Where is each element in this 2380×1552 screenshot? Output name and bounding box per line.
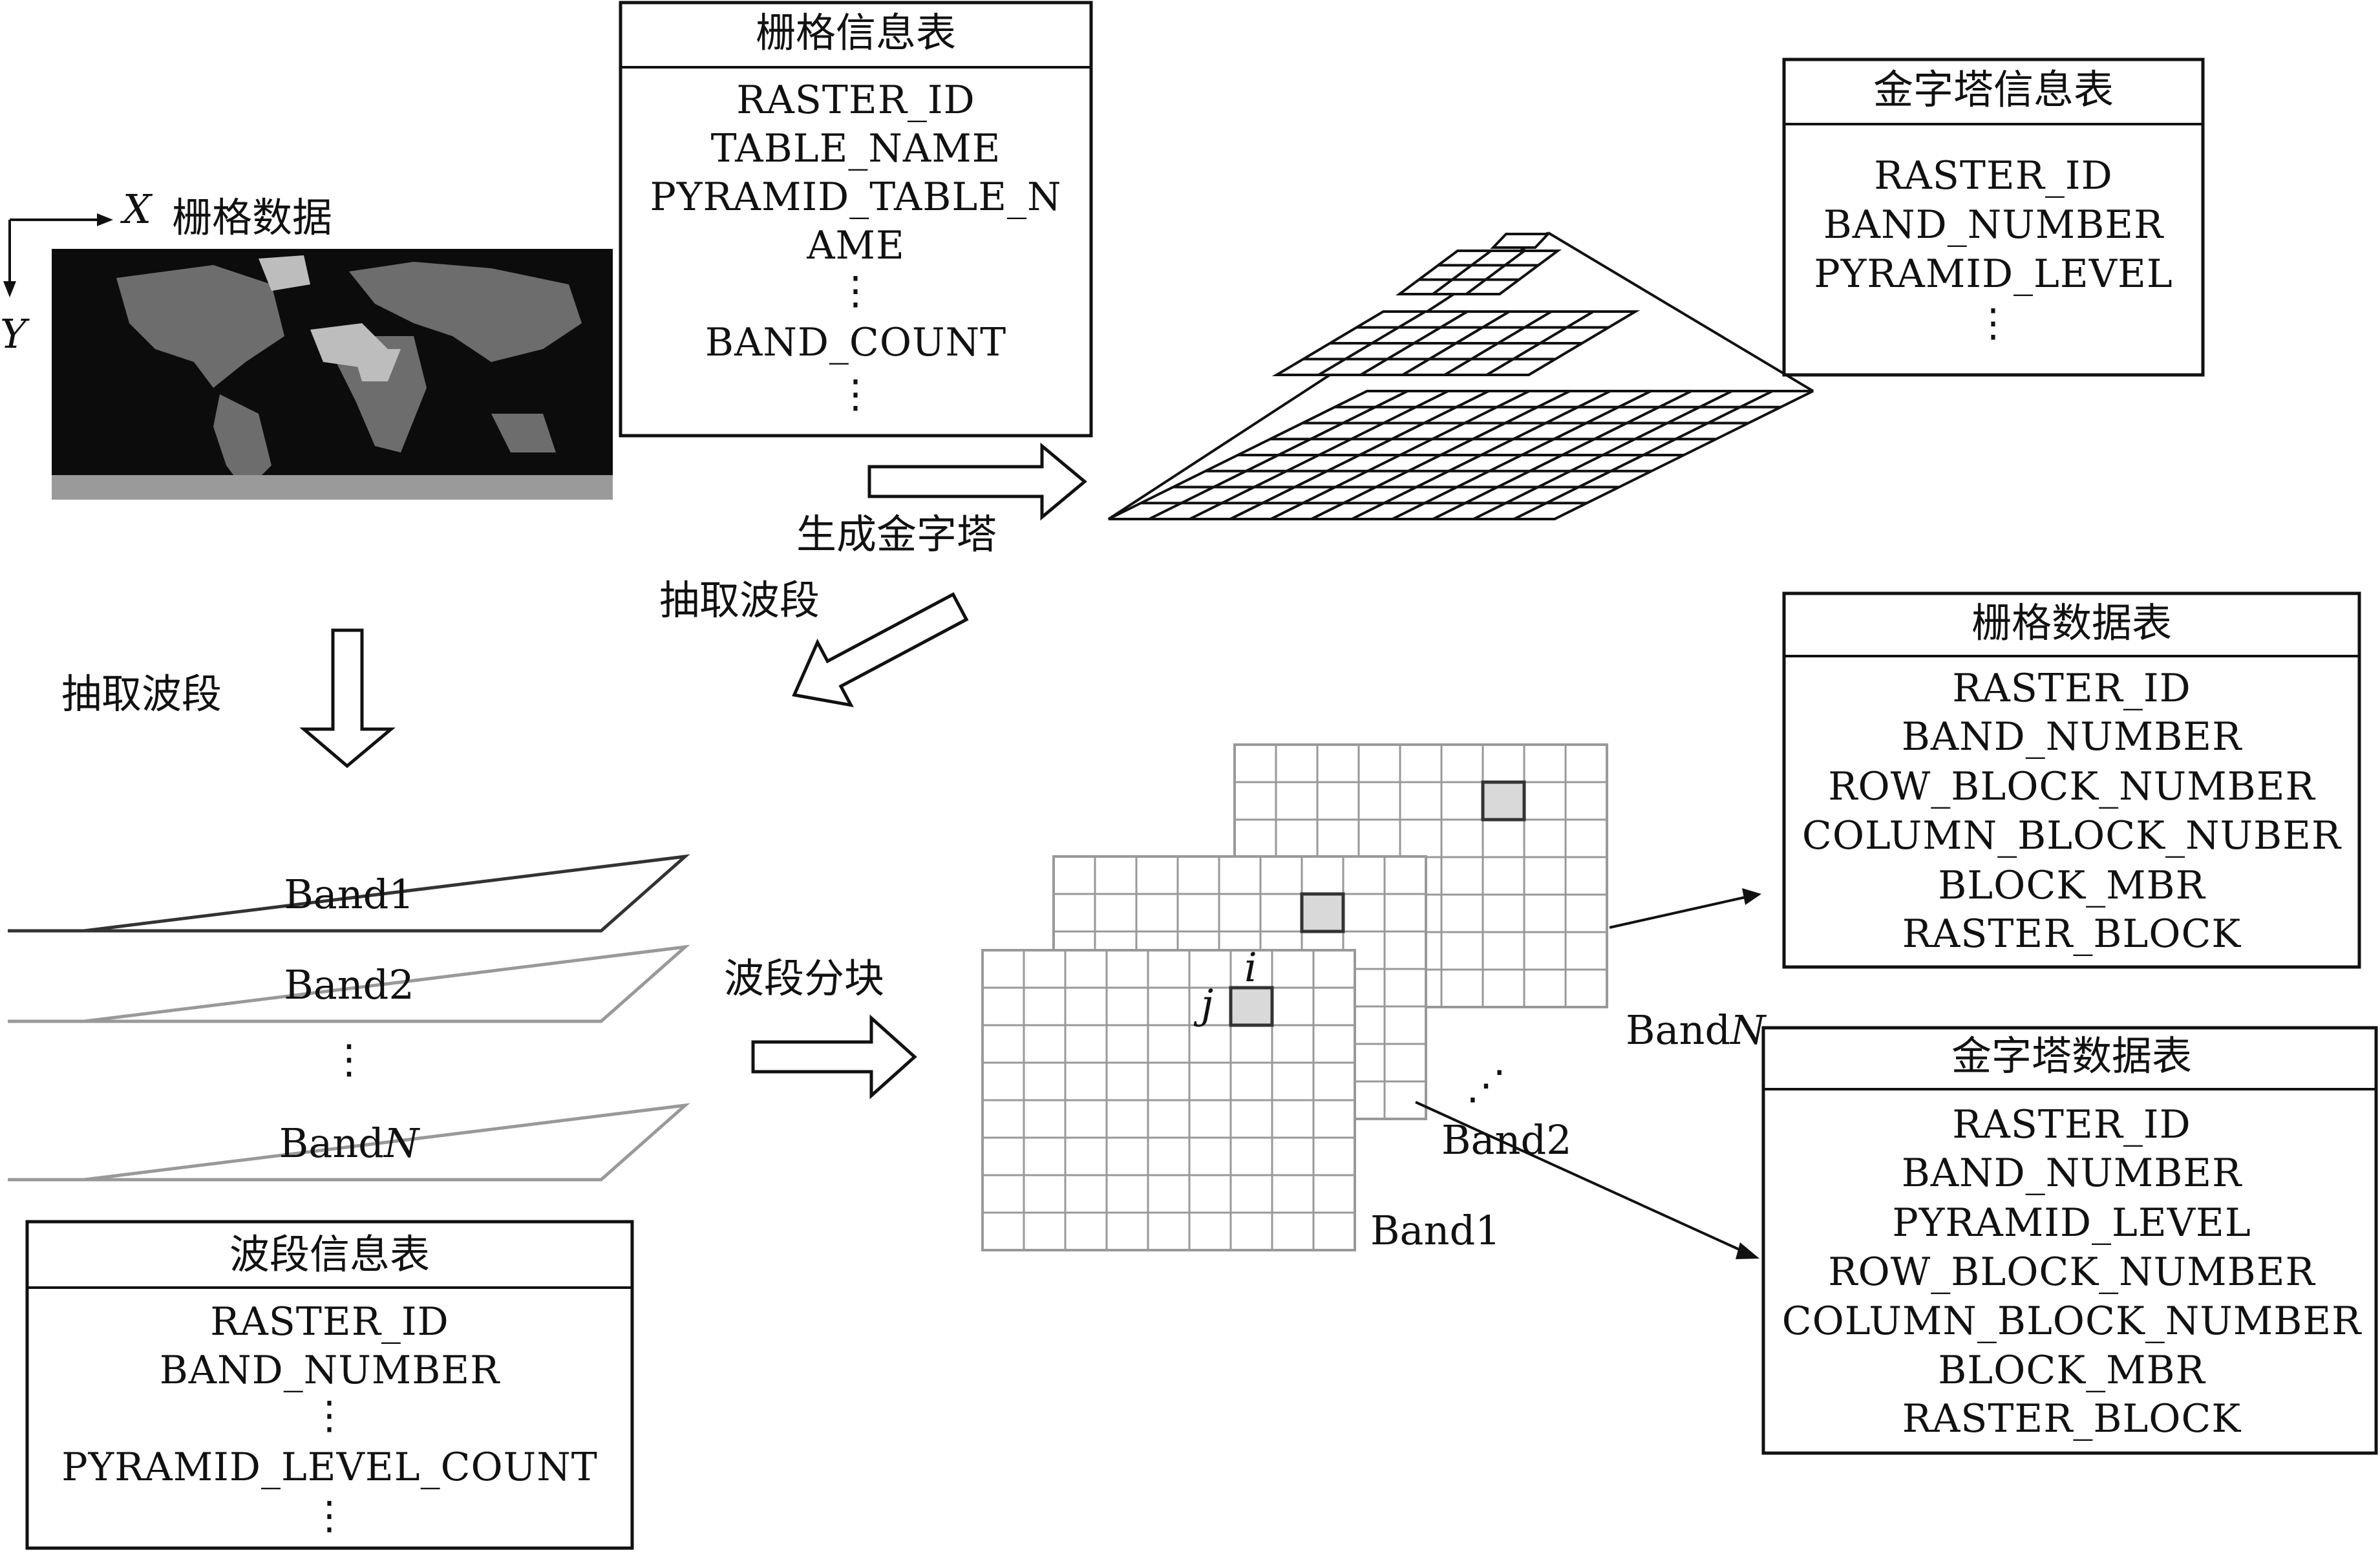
- tile-grid-band1: [981, 949, 1356, 1251]
- table-field: ⋮: [836, 268, 876, 314]
- highlighted-tile: [1481, 780, 1526, 822]
- arrow-to-pyramid-data-table: [1736, 1242, 1759, 1259]
- generate-pyramid-arrow: [867, 442, 1087, 521]
- y-axis-arrowhead: [3, 281, 16, 297]
- highlighted-tile: [1229, 986, 1274, 1027]
- band2-plane: [8, 944, 690, 1023]
- pyramid-level-1: [1271, 310, 1641, 376]
- table-field: RASTER_ID: [736, 78, 975, 123]
- highlighted-tile: [1300, 892, 1345, 933]
- table-field: BAND_NUMBER: [1902, 714, 2242, 760]
- table-field: PYRAMID_TABLE_N: [650, 175, 1061, 220]
- tile-bandN-label: BandN: [1626, 1006, 1767, 1054]
- band2-label: Band2: [284, 961, 414, 1008]
- band-tiling-label: 波段分块: [724, 955, 884, 1002]
- connector-arrows: [1415, 888, 1761, 1259]
- band-info-table-title: 波段信息表: [229, 1231, 430, 1278]
- table-field: ⋮: [1974, 301, 2013, 346]
- bandN-label: BandN: [279, 1120, 421, 1167]
- raster-info-table-title: 栅格信息表: [756, 9, 956, 56]
- table-field: RASTER_BLOCK: [1902, 1396, 2242, 1441]
- table-field: RASTER_ID: [1874, 153, 2112, 198]
- band-planes: [8, 854, 690, 1182]
- table-field: RASTER_BLOCK: [1902, 911, 2242, 957]
- y-axis-label: Y: [0, 310, 30, 357]
- table-field: BAND_NUMBER: [1823, 202, 2164, 248]
- table-field: PYRAMID_LEVEL_COUNT: [61, 1445, 598, 1490]
- table-field: RASTER_ID: [1952, 1102, 2191, 1147]
- table-field: PYRAMID_LEVEL: [1814, 251, 2173, 297]
- table-field: RASTER_ID: [1952, 666, 2191, 711]
- table-field: BLOCK_MBR: [1938, 1348, 2205, 1393]
- raster-data-label: 栅格数据: [172, 194, 332, 241]
- table-field: TABLE_NAME: [711, 126, 1001, 171]
- pyramid-level-2: [1395, 250, 1562, 295]
- table-field: ⋮: [310, 1493, 350, 1538]
- table-field: BAND_NUMBER: [160, 1348, 500, 1393]
- table-field: BAND_COUNT: [705, 320, 1006, 365]
- table-field: RASTER_ID: [210, 1299, 449, 1345]
- raster-data-image: [52, 249, 613, 500]
- raster-data-table: 栅格数据表 RASTER_ID BAND_NUMBER ROW_BLOCK_NU…: [1782, 591, 2361, 969]
- table-field: COLUMN_BLOCK_NUMBER: [1782, 1299, 2362, 1344]
- extract-bands-left-label: 抽取波段: [61, 670, 222, 718]
- pyramid-level-3: [1490, 233, 1551, 249]
- table-field: ROW_BLOCK_NUMBER: [1828, 1249, 2315, 1295]
- pyramid-info-table-title: 金字塔信息表: [1873, 66, 2114, 113]
- tile-grids: [981, 743, 1608, 1251]
- band-info-table: 波段信息表 RASTER_ID BAND_NUMBER ⋮ PYRAMID_LE…: [25, 1220, 634, 1550]
- table-field: AME: [806, 223, 905, 268]
- band1-plane: [8, 854, 690, 933]
- tiles-ellipsis: ⋰: [1466, 1061, 1506, 1109]
- arrow-to-raster-data-table: [1742, 888, 1761, 905]
- table-field: COLUMN_BLOCK_NUBER: [1802, 813, 2342, 858]
- generate-pyramid-label: 生成金字塔: [796, 511, 997, 558]
- tile-band1-label: Band1: [1370, 1207, 1501, 1254]
- table-field: ⋮: [310, 1393, 350, 1438]
- table-field: PYRAMID_LEVEL: [1892, 1200, 2251, 1246]
- table-field: BLOCK_MBR: [1938, 863, 2205, 908]
- tile-col-index: i: [1244, 944, 1257, 991]
- x-axis-label: X: [120, 186, 153, 233]
- band1-label: Band1: [284, 871, 414, 918]
- pyramid-level-0: [1108, 390, 1814, 520]
- table-field: BAND_NUMBER: [1902, 1151, 2242, 1196]
- extract-bands-left-arrow: [299, 628, 396, 769]
- pyramid-grids: [1107, 231, 1814, 520]
- extract-bands-right-arrow: [792, 592, 969, 708]
- axis-indicator: [3, 213, 113, 297]
- band-tiling-arrow: [751, 1014, 917, 1100]
- table-field: ROW_BLOCK_NUMBER: [1828, 764, 2315, 809]
- pyramid-data-table: 金字塔数据表 RASTER_ID BAND_NUMBER PYRAMID_LEV…: [1761, 1026, 2378, 1455]
- raster-data-table-title: 栅格数据表: [1971, 599, 2172, 646]
- bandN-plane: [8, 1103, 690, 1182]
- pyramid-info-table: 金字塔信息表 RASTER_ID BAND_NUMBER PYRAMID_LEV…: [1782, 58, 2205, 377]
- table-field: ⋮: [836, 372, 876, 417]
- x-axis-arrowhead: [97, 213, 113, 226]
- bands-ellipsis: ⋮: [329, 1036, 369, 1083]
- raster-info-table: 栅格信息表 RASTER_ID TABLE_NAME PYRAMID_TABLE…: [619, 1, 1093, 438]
- pyramid-data-table-title: 金字塔数据表: [1951, 1032, 2192, 1079]
- extract-bands-right-label: 抽取波段: [659, 577, 820, 624]
